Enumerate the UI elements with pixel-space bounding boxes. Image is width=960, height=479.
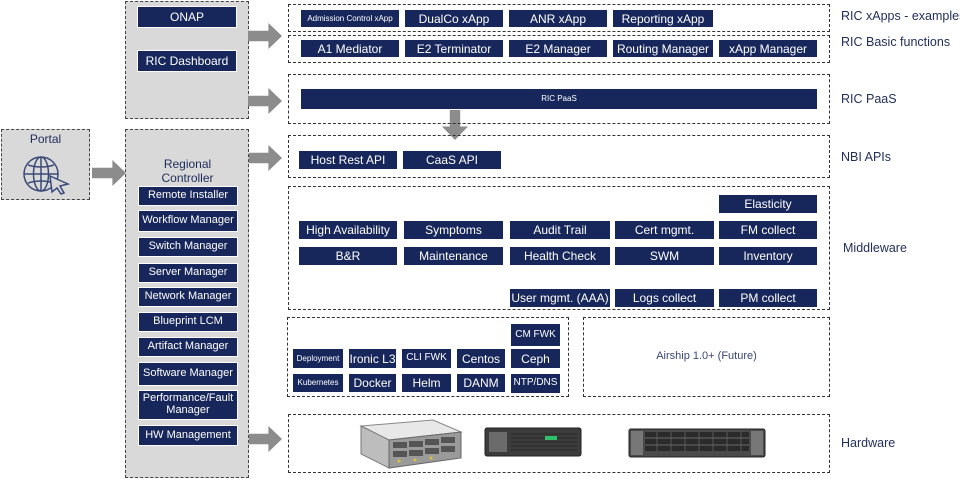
rack-server-image — [484, 427, 582, 457]
e2-manager-box: E2 Manager — [508, 39, 608, 58]
backup-restore-box: B&R — [298, 246, 398, 266]
inventory-box: Inventory — [718, 246, 818, 266]
caas-stack-frame — [287, 317, 569, 397]
remote-installer-box: Remote Installer — [138, 186, 238, 206]
admission-control-xapp-box: Admission Control xApp — [300, 9, 400, 28]
maintenance-box: Maintenance — [403, 246, 504, 266]
ric-paas-label: RIC PaaS — [841, 92, 897, 106]
helm-box: Helm — [401, 373, 452, 393]
host-rest-api-box: Host Rest API — [298, 150, 398, 170]
server-manager-box: Server Manager — [138, 263, 238, 283]
kubernetes-box: Kubernetes — [292, 373, 344, 393]
globe-cursor-icon — [23, 156, 71, 195]
centos-box: Centos — [456, 348, 506, 369]
middleware-frame — [288, 186, 830, 310]
ric-paas-bar: RIC PaaS — [300, 88, 818, 110]
airship-label: Airship 1.0+ (Future) — [656, 350, 757, 362]
onap-box: ONAP — [137, 6, 237, 28]
caas-api-box: CaaS API — [402, 150, 502, 170]
storage-server-image — [628, 428, 766, 458]
dualco-xapp-box: DualCo xApp — [404, 9, 504, 28]
cm-fwk-box: CM FWK — [510, 323, 561, 347]
fm-collect-box: FM collect — [718, 220, 818, 240]
ntp-dns-box: NTP/DNS — [510, 373, 561, 394]
ric-xapps-frame — [288, 4, 830, 32]
blade-chassis-image — [359, 419, 463, 469]
hardware-label: Hardware — [841, 436, 896, 450]
danm-box: DANM — [456, 373, 506, 393]
ric-xapps-label: RIC xApps - examples — [841, 9, 960, 23]
elasticity-box: Elasticity — [718, 194, 818, 214]
airship-frame — [583, 317, 830, 397]
onap-arrow — [248, 23, 282, 49]
audit-trail-box: Audit Trail — [509, 220, 611, 240]
ceph-box: Ceph — [510, 348, 561, 369]
nbi-frame — [288, 135, 830, 178]
ric-basic-frame — [288, 35, 830, 63]
software-manager-box: Software Manager — [138, 362, 238, 386]
network-manager-box: Network Manager — [138, 287, 238, 307]
regional-controller-title: Regional Controller — [161, 157, 214, 185]
ric-dashboard-box: RIC Dashboard — [137, 50, 237, 72]
nbi-apis-label: NBI APIs — [841, 150, 892, 164]
blueprint-lcm-box: Blueprint LCM — [138, 312, 238, 332]
portal-label: Portal — [29, 132, 62, 146]
reporting-xapp-box: Reporting xApp — [612, 9, 714, 28]
ironic-l3-box: Ironic L3 — [348, 348, 397, 369]
high-availability-box: High Availability — [298, 220, 398, 240]
controller-to-nbi-arrow — [248, 145, 282, 171]
performance-fault-manager-box: Performance/Fault Manager — [138, 390, 238, 420]
routing-manager-box: Routing Manager — [612, 39, 714, 58]
xapp-manager-box: xApp Manager — [718, 39, 818, 58]
health-check-box: Health Check — [509, 246, 611, 266]
switch-manager-box: Switch Manager — [138, 237, 238, 257]
middleware-label: Middleware — [843, 241, 907, 255]
hw-management-box: HW Management — [138, 425, 238, 446]
anr-xapp-box: ANR xApp — [508, 9, 608, 28]
docker-box: Docker — [348, 373, 397, 393]
pm-collect-box: PM collect — [718, 288, 818, 308]
deployment-box: Deployment — [292, 348, 344, 369]
dashboard-arrow — [248, 88, 282, 114]
hw-management-arrow — [248, 426, 282, 452]
artifact-manager-box: Artifact Manager — [138, 337, 238, 357]
workflow-manager-box: Workflow Manager — [138, 210, 238, 232]
cert-mgmt-box: Cert mgmt. — [614, 220, 715, 240]
user-mgmt-aaa-box: User mgmt. (AAA) — [509, 288, 611, 308]
ric-paas-frame — [288, 74, 830, 124]
swm-box: SWM — [614, 246, 715, 266]
hardware-frame — [288, 414, 830, 473]
logs-collect-box: Logs collect — [614, 288, 715, 308]
symptoms-box: Symptoms — [403, 220, 504, 240]
portal-to-controller-arrow — [92, 160, 126, 186]
ric-basic-label: RIC Basic functions — [841, 35, 951, 49]
cli-fwk-box: CLI FWK — [401, 348, 452, 369]
a1-mediator-box: A1 Mediator — [300, 39, 400, 58]
e2-terminator-box: E2 Terminator — [404, 39, 504, 58]
